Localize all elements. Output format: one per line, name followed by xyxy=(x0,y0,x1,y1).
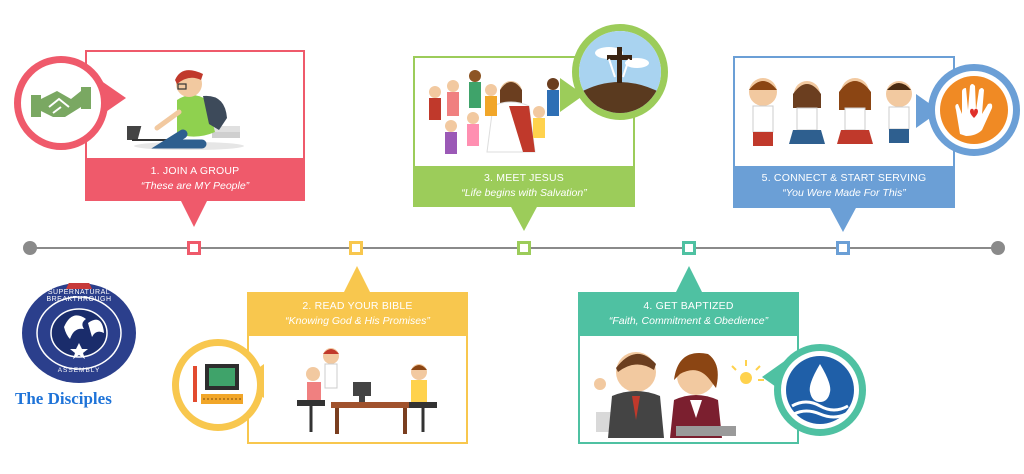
step-5-pointer xyxy=(829,206,857,232)
logo-emblem xyxy=(36,283,122,370)
step-2-subtitle: “Knowing God & His Promises” xyxy=(285,315,430,327)
step-3-icon-circle xyxy=(572,24,668,120)
timeline-line xyxy=(30,247,998,249)
step-3-title: 3. MEET JESUS xyxy=(483,172,564,184)
step-1-band: 1. JOIN A GROUP “These are MY People” xyxy=(87,158,303,201)
step-5-card: 5. CONNECT & START SERVING “You Were Mad… xyxy=(733,56,955,208)
laptop-icon xyxy=(193,364,243,404)
step-4-icon-circle xyxy=(774,344,866,436)
step-3-subtitle: “Life begins with Salvation” xyxy=(461,187,587,199)
step-5-band: 5. CONNECT & START SERVING “You Were Mad… xyxy=(735,166,953,208)
step-2-title: 2. READ YOUR BIBLE xyxy=(302,300,413,312)
step-3-pointer xyxy=(510,205,538,231)
step-1-card: 1. JOIN A GROUP “These are MY People” xyxy=(85,50,305,201)
student-laptop-illustration xyxy=(127,70,244,150)
step-4-card: 4. GET BAPTIZED “Faith, Commitment & Obe… xyxy=(578,292,799,444)
timeline-node-step-3 xyxy=(517,241,531,255)
step-2-card: 2. READ YOUR BIBLE “Knowing God & His Pr… xyxy=(247,292,468,444)
step-1-title: 1. JOIN A GROUP xyxy=(150,165,240,177)
step-1-icon-circle xyxy=(14,56,108,150)
timeline-node-step-5 xyxy=(836,241,850,255)
church-logo: SUPERNATURAL BREAKTHROUGH ASSEMBLY xyxy=(22,283,136,383)
hand-heart-icon xyxy=(940,76,1008,144)
step-1-subtitle: “These are MY People” xyxy=(140,180,250,192)
water-drop-icon xyxy=(786,356,854,424)
step-3-bubble-tail xyxy=(560,78,584,112)
timeline-start-dot xyxy=(23,241,37,255)
brand-name: The Disciples xyxy=(15,389,112,408)
business-people-illustration xyxy=(594,352,764,438)
step-5-title: 5. CONNECT & START SERVING xyxy=(761,172,927,184)
step-5-icon-circle xyxy=(928,64,1020,156)
office-team-illustration xyxy=(297,348,437,434)
logo-bottom-text: ASSEMBLY xyxy=(57,367,101,374)
step-2-pointer xyxy=(343,266,371,294)
step-2-icon-circle xyxy=(172,339,264,431)
step-2-band: 2. READ YOUR BIBLE “Knowing God & His Pr… xyxy=(249,294,466,336)
timeline-node-step-1 xyxy=(187,241,201,255)
logo-ring-text: SUPERNATURAL BREAKTHROUGH xyxy=(46,289,112,303)
timeline-end-dot xyxy=(991,241,1005,255)
children-group-illustration xyxy=(749,78,912,146)
step-4-pointer xyxy=(675,266,703,294)
step-1-pointer xyxy=(180,199,208,227)
handshake-icon xyxy=(31,87,91,117)
step-4-title: 4. GET BAPTIZED xyxy=(643,300,734,312)
timeline-node-step-2 xyxy=(349,241,363,255)
step-3-band: 3. MEET JESUS “Life begins with Salvatio… xyxy=(415,166,633,207)
timeline-node-step-4 xyxy=(682,241,696,255)
step-4-band: 4. GET BAPTIZED “Faith, Commitment & Obe… xyxy=(580,294,797,336)
step-5-subtitle: “You Were Made For This” xyxy=(782,187,906,199)
cross-icon xyxy=(579,31,661,113)
jesus-with-children-illustration xyxy=(429,70,559,154)
step-4-subtitle: “Faith, Commitment & Obedience” xyxy=(608,315,769,327)
